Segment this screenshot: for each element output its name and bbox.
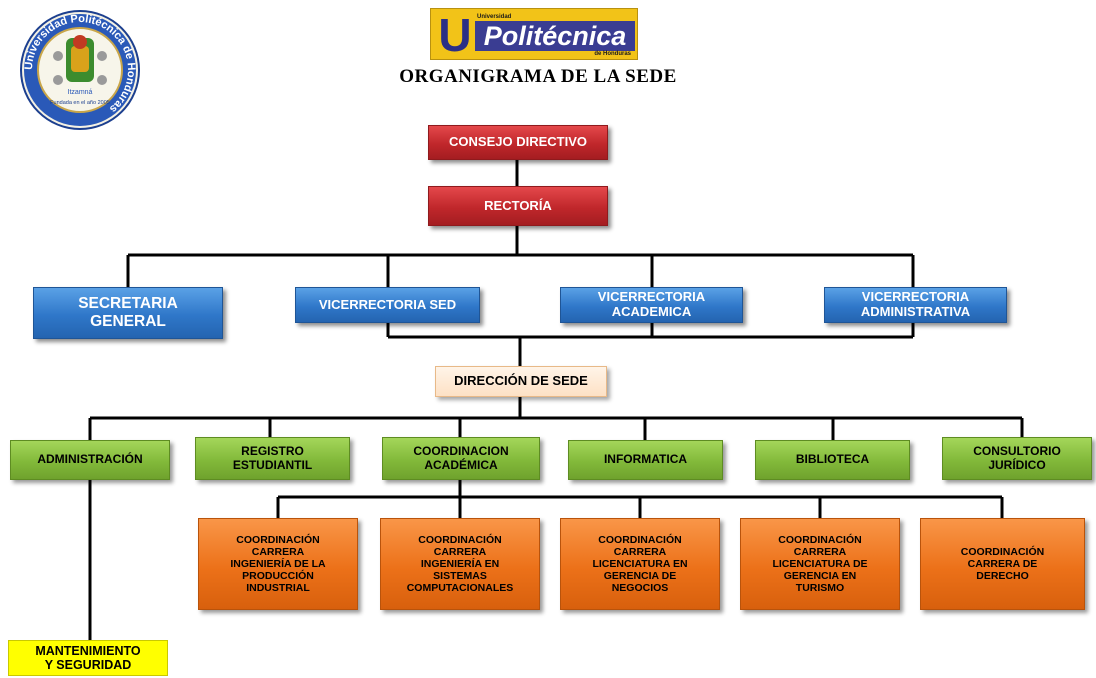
- node-direccion-sede: DIRECCIÓN DE SEDE: [435, 366, 607, 397]
- seal-center-text: Itzamná: [68, 89, 93, 96]
- node-coordinacion-academica: COORDINACION ACADÉMICA: [382, 437, 540, 480]
- node-rectoria: RECTORÍA: [428, 186, 608, 226]
- node-mantenimiento-seguridad: MANTENIMIENTO Y SEGURIDAD: [8, 640, 168, 676]
- node-coord-ingenieria-industrial: COORDINACIÓN CARRERA INGENIERÍA DE LA PR…: [198, 518, 358, 610]
- logo-name: Politécnica: [475, 21, 635, 51]
- node-coord-gerencia-negocios: COORDINACIÓN CARRERA LICENCIATURA EN GER…: [560, 518, 720, 610]
- node-registro-estudiantil: REGISTRO ESTUDIANTIL: [195, 437, 350, 480]
- logo-top-text: Universidad: [477, 14, 512, 20]
- university-logo: U Universidad Politécnica de Honduras: [430, 8, 638, 61]
- node-vicerrectoria-sed: VICERRECTORIA SED: [295, 287, 480, 323]
- node-vicerrectoria-administrativa: VICERRECTORIA ADMINISTRATIVA: [824, 287, 1007, 323]
- node-informatica: INFORMATICA: [568, 440, 723, 480]
- node-coord-derecho: COORDINACIÓN CARRERA DE DERECHO: [920, 518, 1085, 610]
- node-administracion: ADMINISTRACIÓN: [10, 440, 170, 480]
- seal-bottom-text: Fundada en el año 2005: [50, 100, 110, 106]
- node-biblioteca: BIBLIOTECA: [755, 440, 910, 480]
- logo-bottom-text: de Honduras: [594, 51, 631, 57]
- node-coord-ingenieria-sistemas: COORDINACIÓN CARRERA INGENIERÍA EN SISTE…: [380, 518, 540, 610]
- node-secretaria-general: SECRETARIA GENERAL: [33, 287, 223, 339]
- node-vicerrectoria-academica: VICERRECTORIA ACADEMICA: [560, 287, 743, 323]
- node-consultorio-juridico: CONSULTORIO JURÍDICO: [942, 437, 1092, 480]
- node-coord-gerencia-turismo: COORDINACIÓN CARRERA LICENCIATURA DE GER…: [740, 518, 900, 610]
- node-consejo-directivo: CONSEJO DIRECTIVO: [428, 125, 608, 160]
- university-seal: Universidad Politécnica de Honduras Itza…: [20, 10, 140, 130]
- logo-letter: U: [438, 9, 472, 61]
- page-title: ORGANIGRAMA DE LA SEDE: [399, 66, 677, 87]
